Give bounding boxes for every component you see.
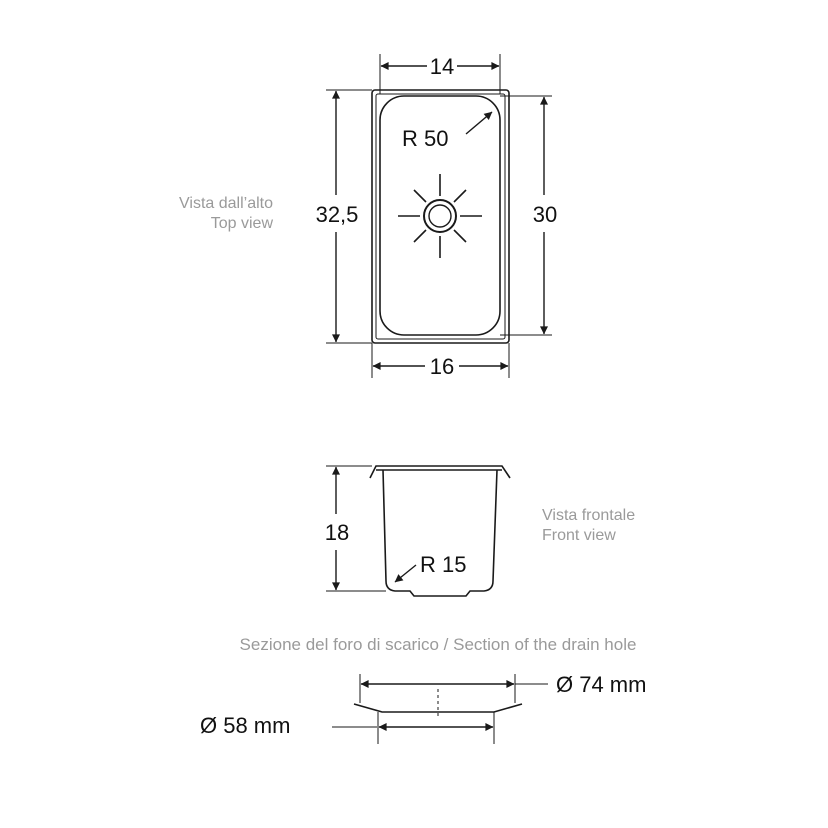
front-view-caption-it: Vista frontale — [542, 507, 635, 524]
top-view-bowl — [379, 95, 501, 336]
dim-inner-length-label: 30 — [533, 202, 557, 227]
top-view-outer-rim — [371, 89, 510, 344]
front-view-radius-arrow — [394, 564, 417, 583]
drain-section-title: Sezione del foro di scarico / Section of… — [240, 635, 637, 654]
drain-section-profile — [353, 703, 523, 713]
top-view-radius-label: R 50 — [402, 126, 448, 151]
top-view: R 50 14 16 32,5 30 Vista dall’alto Top v… — [179, 54, 557, 379]
front-view-body — [382, 469, 498, 597]
top-view-radius-arrow — [465, 111, 493, 135]
dim-inner-width-label: 14 — [430, 54, 454, 79]
dim-outer-width-label: 16 — [430, 354, 454, 379]
dim-inner-diameter-label: Ø 58 mm — [200, 713, 290, 738]
dim-outer-diameter-label: Ø 74 mm — [556, 672, 646, 697]
dim-outer-length-label: 32,5 — [316, 202, 359, 227]
front-view: 18 R 15 Vista frontale Front view — [325, 465, 635, 597]
top-view-rim-inner-edge — [375, 93, 506, 340]
front-view-caption-en: Front view — [542, 527, 616, 544]
front-view-radius-label: R 15 — [420, 552, 466, 577]
dim-depth-label: 18 — [325, 520, 349, 545]
front-view-rim — [369, 465, 511, 479]
drain-icon — [398, 174, 482, 258]
top-view-caption-it: Vista dall’alto — [179, 195, 273, 212]
drain-section: Sezione del foro di scarico / Section of… — [200, 635, 646, 744]
top-view-caption-en: Top view — [211, 215, 274, 232]
